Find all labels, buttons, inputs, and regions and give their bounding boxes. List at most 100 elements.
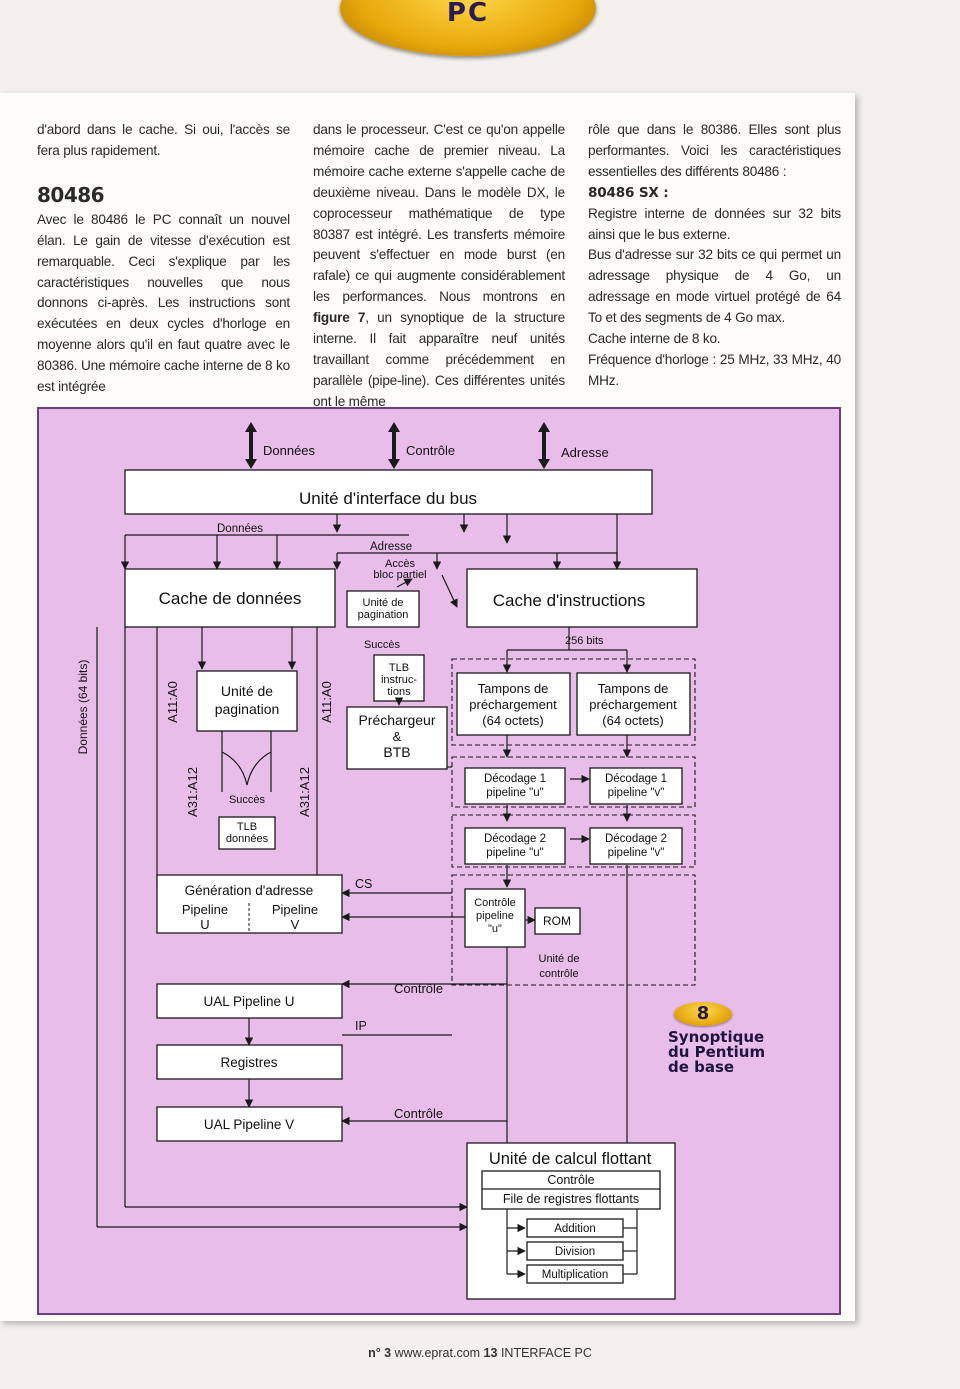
connections: [120, 514, 622, 608]
fpu-control-label: Contrôle: [547, 1173, 594, 1187]
figure-number-badge: 8: [674, 1002, 732, 1026]
prefetch-buffer-u: [456, 672, 571, 736]
partial-block-label-1: Accès: [385, 558, 415, 570]
instruction-cache: [466, 568, 698, 628]
article-column-2: dans le processeur. C'est ce qu'on appel…: [313, 120, 565, 413]
hit-label: Succès: [364, 639, 401, 651]
fpu-registers-label: File de registres flottants: [503, 1192, 639, 1206]
prefetch-u-label-3: (64 octets): [482, 713, 543, 728]
bus-interface-unit-label: Unité d'interface du bus: [299, 489, 477, 508]
connections: [96, 627, 632, 1227]
multiplication-label: Multiplication: [542, 1269, 608, 1281]
prefetcher-label-2: &: [393, 729, 402, 744]
control-unit-label-1: Unité de: [539, 953, 580, 965]
decode1-u: [464, 767, 566, 805]
figure-caption: Synoptique du Pentium de base: [668, 1030, 818, 1075]
website: www.eprat.com: [394, 1346, 481, 1360]
paging-unit-small-label-1: Unité de: [363, 597, 404, 609]
control-pipeline-label-2: pipeline: [476, 910, 514, 922]
data-cache: [124, 568, 336, 628]
decode1-u-label-1: Décodage 1: [484, 773, 546, 785]
floating-point-unit-label: Unité de calcul flottant: [489, 1150, 652, 1168]
ip-label: IP: [355, 1019, 367, 1033]
instruction-tlb: [373, 654, 425, 702]
bus-arrows: [245, 422, 550, 469]
division-label: Division: [555, 1246, 595, 1258]
prefetcher-label-3: BTB: [383, 744, 410, 760]
pipeline-u-label-2: U: [200, 917, 209, 932]
control-pipeline-label-1: Contrôle: [474, 897, 516, 909]
alu-pipeline-u-label: UAL Pipeline U: [203, 994, 294, 1009]
paging-unit-label-2: pagination: [215, 701, 280, 717]
decode1-v: [589, 767, 683, 805]
decode1-group: [451, 756, 696, 808]
page-number: 13: [483, 1346, 498, 1360]
decode2-group: [451, 814, 696, 868]
alu-pipeline-v-label: UAL Pipeline V: [204, 1117, 294, 1132]
paging-unit: [196, 670, 298, 732]
data-tlb-label-2: données: [226, 833, 269, 845]
paging-unit-small: [346, 590, 420, 628]
addition-label: Addition: [554, 1223, 596, 1235]
data-line-label: Données: [217, 523, 263, 535]
figure-background: [37, 407, 841, 1315]
text: , un synoptique de la structure interne.…: [313, 310, 565, 409]
caption-line: de base: [668, 1058, 735, 1076]
a31-a12-left-label: A31:A12: [185, 767, 200, 817]
prefetch-group: [451, 658, 696, 746]
section-tab: PC: [340, 0, 596, 56]
caption-line: Synoptique: [668, 1028, 765, 1046]
bus-interface-unit: [124, 469, 653, 515]
caption-line: du Pentium: [668, 1043, 766, 1061]
article-column-3: rôle que dans le 80386. Elles sont plus …: [588, 120, 841, 392]
paging-unit-label-1: Unité de: [221, 683, 273, 699]
pipeline-v-label-2: V: [291, 917, 300, 932]
decode2-v: [589, 827, 683, 865]
instruction-tlb-label-3: tions: [387, 686, 411, 698]
decode2-u-label-2: pipeline "u": [486, 847, 543, 859]
256-bits-label: 256 bits: [565, 635, 604, 647]
figure-caption-group: 8 Synoptique du Pentium de base: [668, 1002, 818, 1075]
decode2-v-label-1: Décodage 2: [605, 833, 667, 845]
address-line-label: Adresse: [370, 541, 412, 553]
rom-label: ROM: [543, 914, 571, 928]
subheading: 80486 SX :: [588, 184, 669, 201]
control-2-label: Contrôle: [394, 1106, 443, 1121]
a11-a0-right-label: A11:A0: [319, 681, 334, 723]
control-pipeline-label-3: "u": [488, 923, 502, 935]
decode1-u-label-2: pipeline "u": [486, 787, 543, 799]
data-tlb-label-1: TLB: [237, 821, 257, 833]
list-item: Fréquence d'horloge : 25 MHz, 33 MHz, 40…: [588, 351, 841, 388]
list-item: Registre interne de données sur 32 bits …: [588, 205, 841, 242]
pentium-block-diagram: Données Contrôle Adresse Unité d'interfa…: [76, 422, 698, 1300]
prefetch-u-label-2: préchargement: [469, 697, 557, 712]
a11-a0-left-label: A11:A0: [165, 681, 180, 723]
paragraph: d'abord dans le cache. Si oui, l'accès s…: [37, 122, 290, 158]
fpu-control: [481, 1170, 661, 1210]
list-item: Cache interne de 8 ko.: [588, 331, 721, 347]
instruction-tlb-label-2: instruc-: [381, 674, 417, 686]
pipeline-v-label-1: Pipeline: [272, 902, 318, 917]
prefetcher-label-1: Préchargeur: [358, 712, 435, 728]
data-64-bits-label: Données (64 bits): [76, 660, 90, 755]
magazine-name: INTERFACE PC: [500, 1346, 592, 1360]
prefetch-v-label-3: (64 octets): [602, 713, 663, 728]
article-column-1: d'abord dans le cache. Si oui, l'accès s…: [37, 120, 290, 398]
data-tlb: [218, 816, 276, 850]
decode1-v-label-2: pipeline "v": [608, 787, 665, 799]
section-heading: 80486: [37, 182, 105, 207]
a31-a12-right-label: A31:A12: [297, 767, 312, 817]
cs-label: CS: [355, 877, 372, 891]
list-item: Bus d'adresse sur 32 bits ce qui permet …: [588, 247, 841, 326]
control-1-label: Contrôle: [394, 981, 443, 996]
registers-label: Registres: [220, 1055, 277, 1070]
decode1-v-label-1: Décodage 1: [605, 773, 667, 785]
paragraph: dans le processeur. C'est ce qu'on appel…: [313, 120, 565, 413]
decode2-u: [464, 827, 566, 865]
data-cache-label: Cache de données: [159, 589, 302, 608]
control-group: [451, 874, 696, 986]
paragraph: Avec le 80486 le PC connaît un nouvel él…: [37, 211, 290, 395]
bus-control-label: Contrôle: [406, 443, 455, 458]
instruction-cache-label: Cache d'instructions: [493, 591, 646, 610]
prefetch-v-label-2: préchargement: [589, 697, 677, 712]
